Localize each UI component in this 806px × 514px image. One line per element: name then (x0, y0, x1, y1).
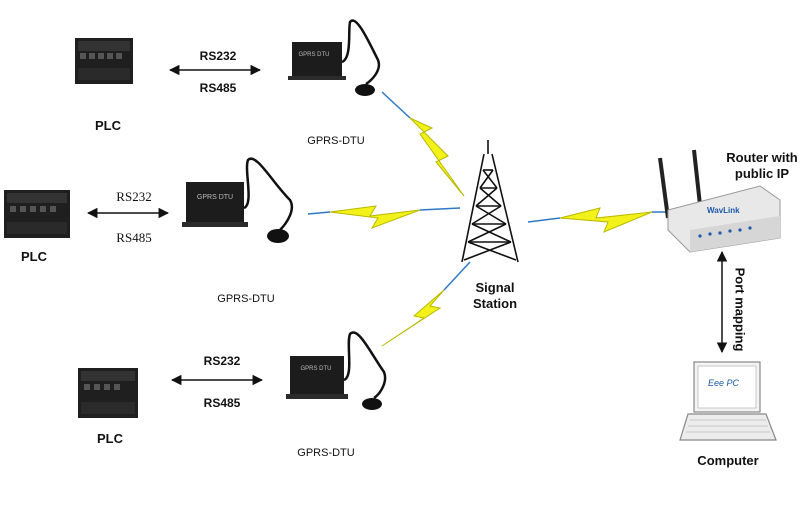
plc-device-top (75, 38, 133, 84)
gprs-dtu-label-middle: GPRS-DTU (217, 293, 275, 305)
gprs-dtu-device-bottom (286, 331, 387, 410)
computer-label: Computer (697, 453, 759, 468)
laptop-computer-icon (679, 361, 777, 441)
plc-label-bottom: PLC (97, 431, 123, 446)
port-mapping-label: Port mapping (732, 267, 748, 352)
rs485-label-bottom: RS485 (203, 396, 241, 410)
rs485-label-middle: RS485 (116, 230, 152, 245)
plc-device-middle (4, 190, 70, 238)
plc-label-top: PLC (95, 118, 121, 133)
router-brand-label: WavLink (707, 206, 740, 215)
wireless-link-router (527, 207, 670, 233)
laptop-brand-label: Eee PC (708, 378, 740, 388)
router-label-line2: public IP (734, 166, 790, 181)
gprs-dtu-label-top: GPRS-DTU (307, 135, 365, 147)
gprs-dtu-device-top (288, 19, 381, 96)
rs232-label-top: RS232 (199, 49, 237, 63)
wireless-link-middle (307, 205, 461, 229)
rs485-label-top: RS485 (199, 81, 237, 95)
dtu-face-label-middle: GPRS DTU (196, 194, 234, 201)
router-label-line1: Router with (726, 150, 798, 165)
rs232-label-bottom: RS232 (203, 354, 241, 368)
plc-device-bottom (78, 368, 138, 418)
plc-label-middle: PLC (21, 249, 47, 264)
router-device (658, 149, 781, 253)
signal-tower-icon (461, 140, 519, 263)
dtu-face-label-top: GPRS DTU (298, 52, 330, 58)
signal-station-label-line2: Station (472, 296, 518, 311)
dtu-face-label-bottom: GPRS DTU (300, 366, 332, 372)
wireless-link-top (381, 91, 465, 197)
rs232-label-middle: RS232 (116, 189, 152, 204)
signal-station-label-line1: Signal (475, 280, 515, 295)
gprs-dtu-device-middle (182, 157, 294, 243)
wireless-link-bottom (381, 261, 471, 347)
gprs-dtu-label-bottom: GPRS-DTU (297, 447, 355, 459)
